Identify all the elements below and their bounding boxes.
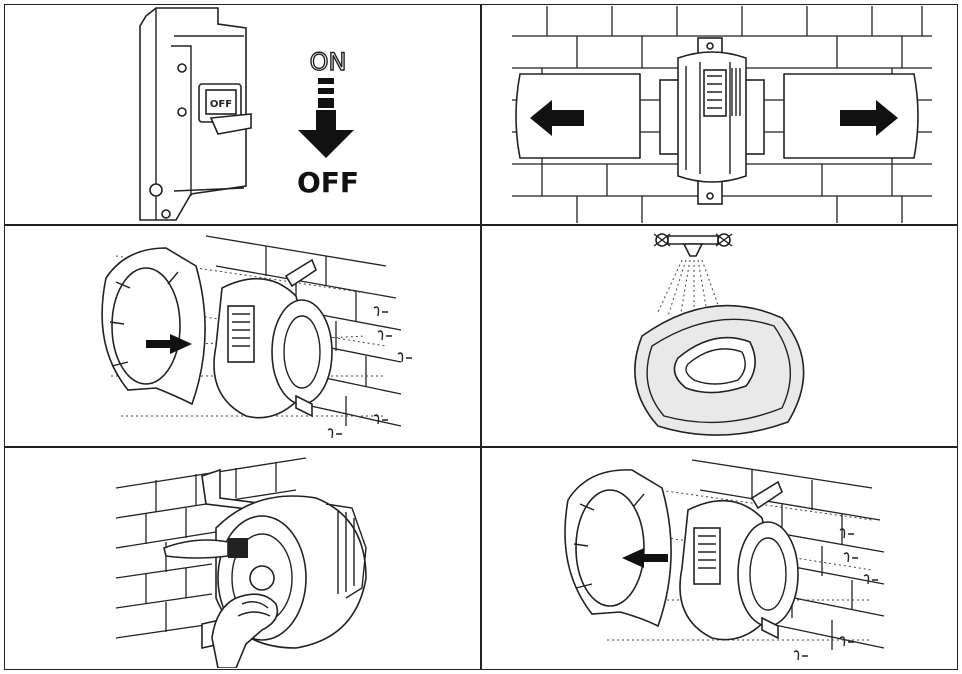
brush-icon [228, 538, 248, 558]
impeller-cleaning-illustration [115, 457, 367, 668]
step-6-reassemble-cover-panel [482, 448, 957, 668]
brush-handle [163, 539, 229, 559]
cover-removal-illustration [101, 235, 412, 439]
wall-bracket-bottom [761, 616, 779, 640]
wall-bracket-top [284, 258, 317, 288]
breaker-illustration: OFF ON OFF [139, 7, 359, 221]
terminal-block [693, 527, 721, 585]
screw-icon [327, 306, 412, 439]
cover-opening-washed [673, 336, 756, 394]
fan-collar-left [659, 79, 681, 155]
fan-housing [677, 51, 747, 183]
terminal-block [227, 305, 255, 363]
screw-icon [793, 528, 878, 661]
grid-divider-horizontal-1 [4, 224, 958, 226]
switch-toggle [205, 89, 237, 115]
step-3-remove-cover-panel [6, 226, 479, 445]
duct-fan-illustration [512, 6, 932, 223]
arrow-insert-icon [146, 334, 192, 354]
grid-divider-vertical [480, 4, 482, 670]
faucet-icon [653, 233, 733, 257]
arrow-left-icon [530, 100, 584, 136]
step-1-power-off-panel: OFF ON OFF [6, 6, 479, 223]
fan-collar-right [743, 79, 765, 155]
switch-lever [209, 113, 252, 135]
cover-reassembly-illustration [564, 459, 885, 661]
washing-illustration [634, 233, 805, 436]
grid-divider-horizontal-2 [4, 446, 958, 448]
wall-bracket-top [750, 480, 783, 510]
arrow-down-icon [298, 110, 354, 158]
arrow-right-icon [840, 100, 898, 136]
step-2-disconnect-duct-panel [482, 6, 957, 223]
step-5-clean-impeller-panel [6, 448, 479, 668]
on-label: ON [310, 48, 347, 76]
cover-opening [111, 267, 181, 385]
off-label: OFF [297, 166, 359, 199]
wall-bracket-bottom [295, 394, 313, 418]
arrow-attach-icon [622, 548, 668, 568]
breaker-body [139, 7, 247, 221]
step-4-wash-cover-panel [482, 226, 957, 445]
switch-label: OFF [210, 99, 232, 110]
